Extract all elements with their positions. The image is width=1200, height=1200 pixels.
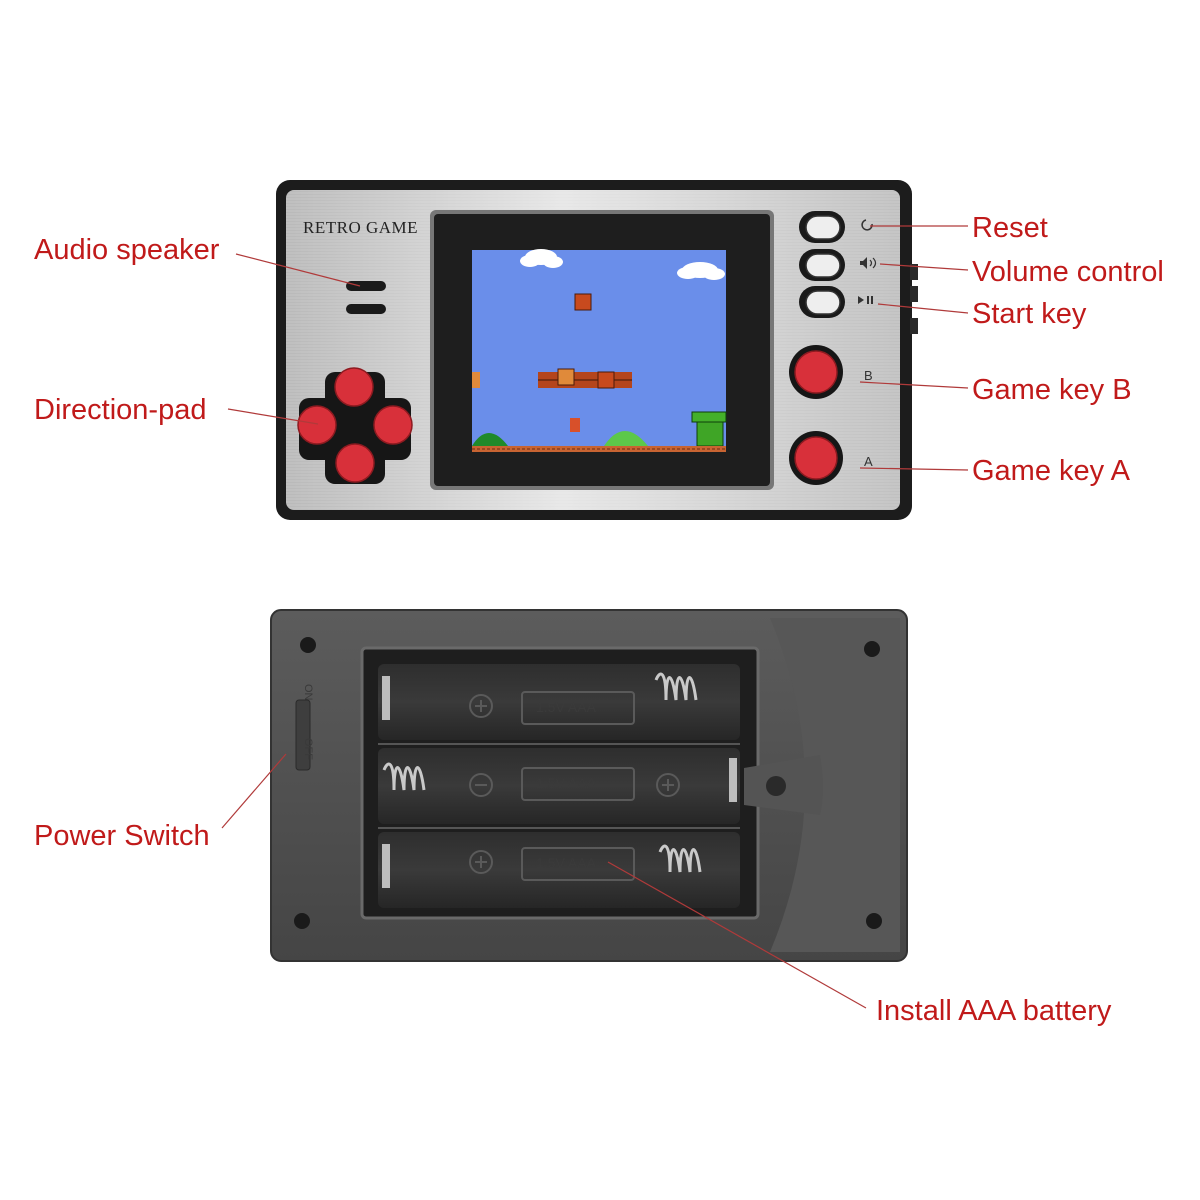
leader-line	[859, 381, 969, 389]
d-pad-down[interactable]	[335, 443, 375, 483]
game-screen	[430, 210, 774, 490]
screw-hole	[866, 913, 882, 929]
d-pad-left[interactable]	[297, 405, 337, 445]
speaker-slot	[346, 304, 386, 314]
game-key-b[interactable]	[789, 345, 843, 399]
side-button-start	[910, 318, 918, 334]
callout-audio-speaker: Audio speaker	[34, 234, 220, 266]
callout-reset: Reset	[972, 212, 1048, 244]
volume-button[interactable]	[805, 253, 841, 278]
back-shell-bevel	[770, 618, 900, 952]
callout-volume-control: Volume control	[972, 256, 1164, 288]
volume-icon	[860, 257, 877, 269]
flat-terminal	[729, 758, 737, 802]
callout-game-key-b: Game key B	[972, 374, 1132, 406]
leader-line	[227, 408, 319, 425]
speaker-slot	[346, 281, 386, 291]
question-block	[574, 293, 592, 311]
brand-label: RETRO GAME	[303, 218, 419, 237]
side-button-volume	[910, 264, 918, 280]
callout-install-battery: Install AAA battery	[876, 995, 1112, 1027]
function-buttons	[799, 211, 845, 318]
callout-start-key: Start key	[972, 298, 1087, 330]
leader-line	[877, 303, 969, 314]
d-pad-up[interactable]	[334, 367, 374, 407]
power-switch[interactable]	[295, 699, 311, 771]
leader-lines	[221, 225, 969, 1009]
screw-hole	[864, 641, 880, 657]
mounting-hole	[766, 776, 786, 796]
device-back	[270, 609, 908, 962]
reset-button[interactable]	[805, 215, 841, 240]
brick-row	[538, 368, 632, 389]
leader-line	[221, 753, 287, 829]
hill	[604, 431, 648, 446]
battery-slot	[378, 832, 740, 908]
game-key-a[interactable]	[789, 431, 843, 485]
start-button[interactable]	[805, 290, 841, 315]
screw-hole	[300, 637, 316, 653]
battery-slot	[378, 748, 740, 824]
leader-line	[607, 861, 867, 1009]
cloud	[677, 262, 725, 280]
d-pad-base	[299, 372, 411, 484]
cloud	[520, 249, 563, 268]
pipe	[691, 411, 727, 447]
cell-marking: 1.5V AAA	[536, 855, 596, 871]
edge-block	[472, 372, 480, 388]
screw-hole	[294, 913, 310, 929]
flat-terminal	[382, 844, 390, 888]
d-pad-right[interactable]	[373, 405, 413, 445]
d-pad[interactable]	[297, 367, 413, 484]
leader-line	[235, 253, 361, 287]
reset-icon	[861, 219, 873, 231]
cell-marking: 1.5V AAA	[536, 699, 596, 715]
spring-terminal	[382, 672, 702, 873]
speaker-grille	[346, 281, 386, 314]
battery-outline-marks	[521, 691, 635, 881]
player-sprite	[570, 418, 580, 432]
button-a-mark: A	[864, 454, 873, 469]
play-pause-icon	[858, 296, 873, 304]
switch-on-label: ON	[302, 684, 314, 701]
flat-terminal	[382, 676, 390, 720]
button-b[interactable]	[794, 350, 838, 394]
leader-line	[879, 263, 969, 271]
callout-power-switch: Power Switch	[34, 820, 210, 852]
device-front	[276, 180, 918, 520]
cell-marking: 1.5V AAA	[536, 775, 596, 791]
screen-display	[472, 250, 726, 452]
switch-off-label: OFF	[302, 738, 314, 760]
polarity-marks	[469, 694, 680, 874]
callout-direction-pad: Direction-pad	[34, 394, 207, 426]
leader-line	[859, 467, 969, 471]
button-b-mark: B	[864, 368, 873, 383]
hill	[472, 433, 508, 446]
callout-game-key-a: Game key A	[972, 455, 1130, 487]
button-a[interactable]	[794, 436, 838, 480]
side-button-volume-2	[910, 286, 918, 302]
battery-slot	[378, 664, 740, 740]
